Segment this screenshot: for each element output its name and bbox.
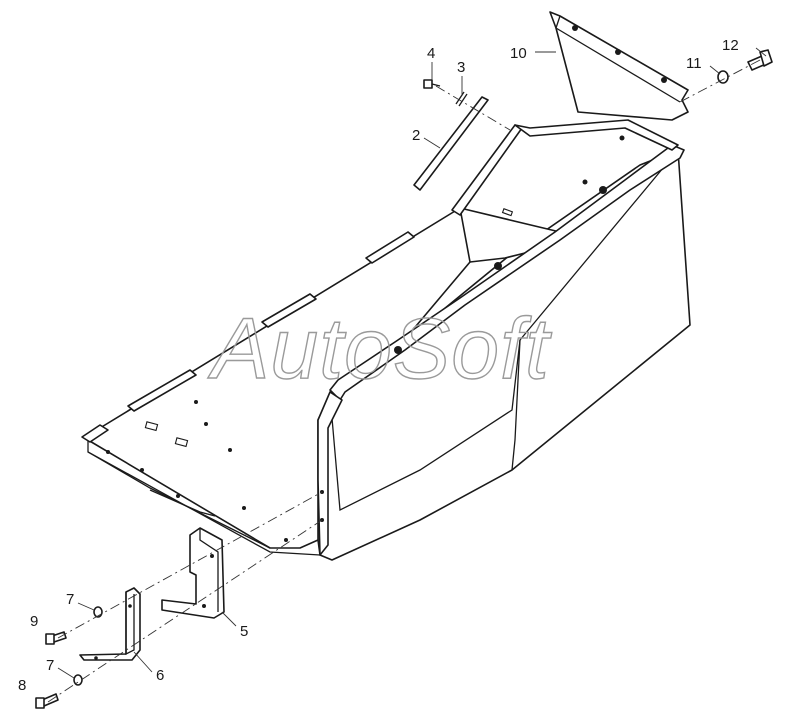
callout-7-lower: 7 bbox=[46, 657, 54, 674]
leader-5 bbox=[221, 611, 237, 627]
leader-2 bbox=[423, 137, 441, 149]
rail-tab-hole bbox=[599, 186, 607, 194]
floor-hole bbox=[106, 450, 110, 454]
floor-slot bbox=[144, 421, 159, 432]
watermark: AutoSoft bbox=[207, 301, 552, 397]
rail-tab-hole bbox=[394, 346, 402, 354]
part-2-strip bbox=[413, 96, 489, 191]
front-post bbox=[317, 391, 343, 556]
assembly-axes bbox=[47, 59, 761, 703]
cover-plate-flange bbox=[555, 15, 681, 103]
rail-tab-hole bbox=[619, 135, 625, 141]
callout-3: 3 bbox=[457, 59, 465, 76]
cover-hole bbox=[572, 25, 578, 31]
part-8-bolt bbox=[35, 693, 59, 709]
floor-rail-1 bbox=[81, 424, 109, 443]
axis-bolt-4 bbox=[435, 85, 511, 131]
leaders bbox=[57, 47, 767, 679]
leader-12 bbox=[755, 47, 767, 57]
bolt-head bbox=[423, 79, 433, 89]
part-5-bracket bbox=[161, 527, 225, 619]
bracket-hole bbox=[210, 554, 214, 558]
pin-body bbox=[458, 93, 468, 107]
axis-bolt-12 bbox=[679, 59, 761, 103]
angle-edge bbox=[125, 592, 135, 656]
floor-rail-4 bbox=[365, 231, 415, 264]
axis-bolt-8 bbox=[47, 519, 323, 703]
floor-rail-3 bbox=[261, 293, 317, 328]
callout-6: 6 bbox=[156, 667, 164, 684]
rear-top-rail bbox=[451, 124, 523, 216]
bracket-edge bbox=[199, 528, 219, 612]
hopper-wall-inner bbox=[329, 149, 679, 512]
rail-tab-hole bbox=[582, 179, 588, 185]
bolt-9-head bbox=[45, 633, 55, 645]
cover-hole bbox=[661, 77, 667, 83]
hopper-rim bbox=[317, 119, 685, 556]
callouts: 10 12 11 4 3 2 5 7 9 7 6 8 bbox=[18, 37, 739, 694]
hopper-floor bbox=[81, 207, 514, 556]
part-7-washer-lower bbox=[73, 674, 83, 686]
floor-underside bbox=[149, 489, 216, 517]
angle-bracket bbox=[79, 587, 141, 661]
callout-12: 12 bbox=[722, 37, 739, 54]
bracket-hole bbox=[202, 604, 206, 608]
callout-10: 10 bbox=[510, 45, 527, 62]
top-rail bbox=[329, 144, 685, 401]
bolt-8-head bbox=[35, 697, 45, 709]
part-3-pin bbox=[455, 91, 468, 107]
callout-8: 8 bbox=[18, 677, 26, 694]
part-9-bolt bbox=[45, 631, 67, 645]
floor-rail-2 bbox=[127, 369, 197, 412]
part-4-bolt bbox=[423, 79, 441, 89]
floor-hole bbox=[194, 400, 198, 404]
part-11-washer bbox=[717, 70, 729, 84]
leader-11 bbox=[709, 65, 721, 75]
leader-6 bbox=[133, 651, 153, 673]
callout-4: 4 bbox=[427, 45, 435, 62]
hopper-wall-seam bbox=[511, 339, 521, 471]
end-panel-slot bbox=[501, 208, 514, 217]
leader-7-upper bbox=[77, 602, 95, 611]
floor-hole bbox=[228, 448, 232, 452]
callout-9: 9 bbox=[30, 613, 38, 630]
cover-hole bbox=[615, 49, 621, 55]
floor-hole bbox=[284, 538, 288, 542]
part-6-angle-bracket bbox=[79, 587, 141, 661]
part-10-cover-plate bbox=[549, 11, 689, 121]
callout-5: 5 bbox=[240, 623, 248, 640]
angle-hole bbox=[128, 604, 132, 608]
pin-body bbox=[455, 91, 465, 105]
angle-hole bbox=[94, 656, 98, 660]
floor-slot bbox=[174, 437, 189, 448]
callout-11: 11 bbox=[686, 55, 702, 72]
floor-hole bbox=[140, 468, 144, 472]
floor-hole bbox=[242, 506, 246, 510]
bracket-plate bbox=[161, 527, 225, 619]
bolt-shank bbox=[431, 83, 441, 87]
floor-hole bbox=[176, 494, 180, 498]
rear-cross-rail bbox=[514, 119, 679, 151]
leader-7-lower bbox=[57, 667, 75, 679]
floor-hole bbox=[204, 422, 208, 426]
callout-2: 2 bbox=[412, 127, 420, 144]
rail-tab-hole bbox=[494, 262, 502, 270]
callout-7-upper: 7 bbox=[66, 591, 74, 608]
